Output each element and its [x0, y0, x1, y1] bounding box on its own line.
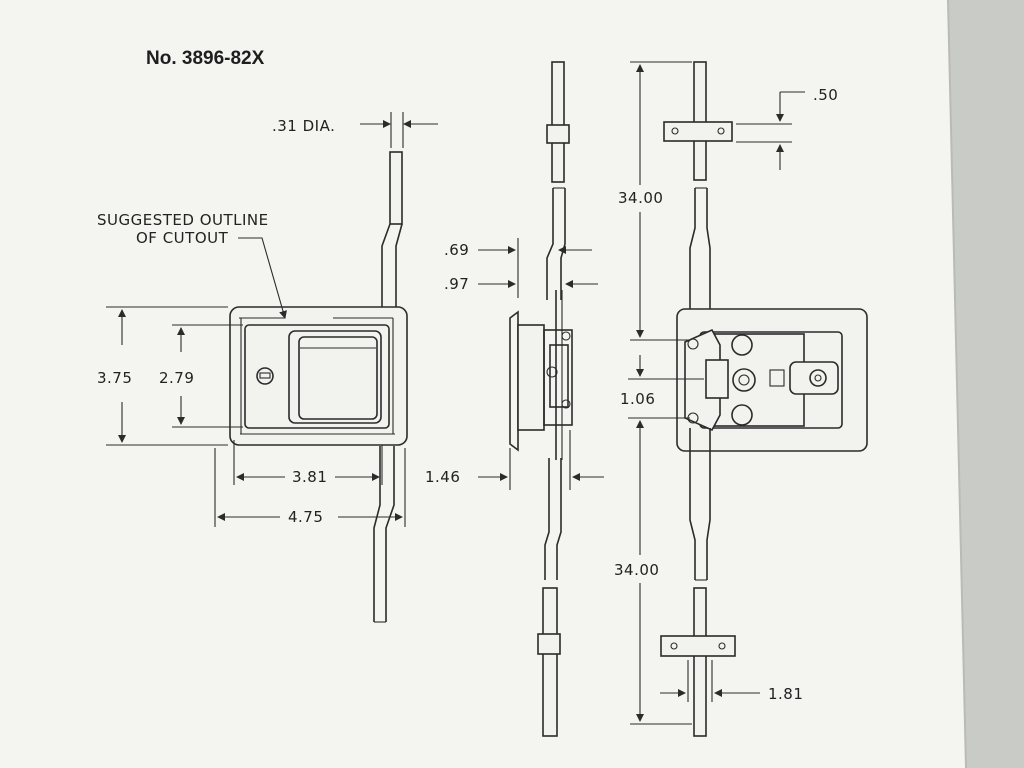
cutout-note-line-2: OF CUTOUT — [136, 229, 229, 247]
dim-side-offset-2: .97 — [444, 275, 469, 293]
dim-rod-upper: 34.00 — [618, 189, 663, 207]
front-view — [229, 151, 408, 623]
dim-guide-width: 1.81 — [768, 685, 803, 703]
dim-width-inner: 3.81 — [292, 468, 327, 486]
dim-rod-dia: .31 DIA. — [272, 117, 335, 135]
dim-height-outer: 3.75 — [97, 369, 132, 387]
dim-center-gap: 1.06 — [620, 390, 655, 408]
lock-cylinder-icon — [256, 367, 274, 385]
dim-height-inner: 2.79 — [159, 369, 194, 387]
side-view — [509, 61, 573, 737]
dim-width-outer: 4.75 — [288, 508, 323, 526]
paper-sheet — [0, 0, 966, 768]
dim-depth: 1.46 — [425, 468, 460, 486]
cutout-note-line-1: SUGGESTED OUTLINE — [97, 211, 269, 229]
dim-rod-lower: 34.00 — [614, 561, 659, 579]
dim-side-offset-1: .69 — [444, 241, 469, 259]
drawing-title: No. 3896-82X — [146, 48, 265, 69]
rear-view — [660, 61, 868, 737]
dim-guide-height: .50 — [813, 86, 838, 104]
